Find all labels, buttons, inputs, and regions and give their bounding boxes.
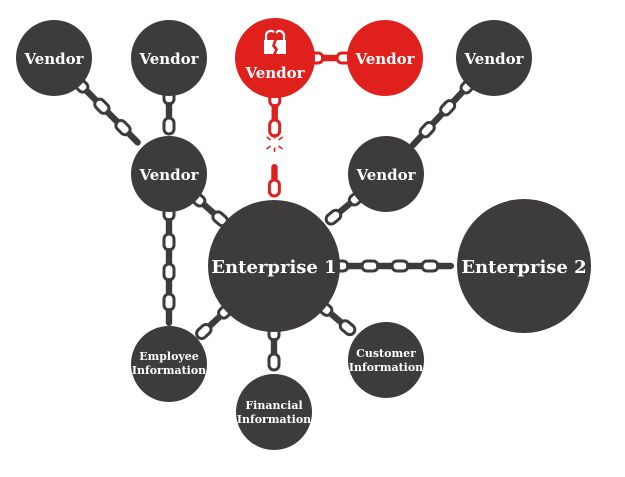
node-vendor-top-second: Vendor [131, 20, 207, 96]
chain-link [390, 259, 410, 273]
broken-lock-icon [264, 29, 286, 54]
chain-link [165, 308, 173, 326]
node-employee-information: Employee Information [131, 326, 207, 402]
node-enterprise-2-label: Enterprise 2 [461, 257, 586, 278]
chain-enterprise-1-to-customer-information [315, 300, 357, 337]
node-vendor-top-red-circle [347, 20, 423, 96]
node-vendor-mid-right-label: Vendor [355, 166, 416, 184]
node-employee-information-line2: Information [132, 364, 206, 377]
node-vendor-mid-right-circle [348, 136, 424, 212]
break-mark [278, 145, 284, 150]
chain-vendor-breached-to-enterprise-1 [266, 88, 284, 198]
chain-vendor-mid-left-to-employee-information [162, 202, 176, 326]
node-vendor-breached-circle [235, 18, 315, 98]
chain-link [195, 322, 213, 341]
break-mark [266, 136, 272, 141]
node-enterprise-1: Enterprise 1 [208, 200, 340, 332]
chain-link [267, 178, 281, 198]
chain-link [360, 259, 380, 273]
node-vendor-top-left-circle [16, 20, 92, 96]
chain-vendor-top-right-to-vendor-mid-right [409, 77, 477, 149]
node-vendor-top-red: Vendor [347, 20, 423, 96]
node-customer-information-circle [348, 322, 424, 398]
node-vendor-breached: Vendor [235, 18, 315, 98]
node-financial-information-line1: Financial [245, 399, 302, 412]
node-enterprise-2: Enterprise 2 [457, 199, 591, 333]
chain-link [162, 292, 176, 312]
node-employee-information-circle [131, 326, 207, 402]
node-vendor-mid-left-circle [131, 136, 207, 212]
node-vendor-top-right-label: Vendor [463, 50, 524, 68]
node-vendor-mid-right: Vendor [348, 136, 424, 212]
node-financial-information-line2: Information [237, 413, 311, 426]
break-mark [266, 145, 272, 150]
chain-link [126, 130, 141, 146]
break-mark [278, 136, 284, 141]
chain-link [162, 232, 176, 252]
node-vendor-top-right: Vendor [456, 20, 532, 96]
chain-link [420, 259, 440, 273]
node-financial-information: Financial Information [236, 374, 312, 450]
node-employee-information-line1: Employee [139, 350, 199, 363]
node-vendor-top-second-label: Vendor [138, 50, 199, 68]
node-customer-information: Customer Information [348, 322, 424, 398]
node-enterprise-1-label: Enterprise 1 [211, 257, 336, 278]
node-vendor-top-second-circle [131, 20, 207, 96]
chain-link [436, 262, 454, 270]
chain-link [324, 208, 343, 226]
chain-enterprise-1-to-enterprise-2 [330, 259, 454, 273]
node-vendor-breached-label: Vendor [244, 64, 305, 82]
chain-link [162, 116, 176, 136]
node-vendor-top-left: Vendor [16, 20, 92, 96]
node-vendor-top-right-circle [456, 20, 532, 96]
chain-vendor-top-left-to-vendor-mid-left [72, 76, 141, 146]
node-enterprise-1-circle [208, 200, 340, 332]
node-customer-information-line2: Information [349, 361, 423, 374]
node-vendor-top-left-label: Vendor [23, 50, 84, 68]
chain-link [338, 319, 357, 337]
chain-link [409, 133, 425, 149]
chain-link [162, 262, 176, 282]
nodes-layer: Vendor Vendor Vendor Vendor Vendor [16, 18, 591, 450]
node-vendor-mid-left-label: Vendor [138, 166, 199, 184]
node-enterprise-2-circle [457, 199, 591, 333]
node-vendor-top-red-label: Vendor [354, 50, 415, 68]
node-customer-information-line1: Customer [356, 347, 416, 360]
chain-link [268, 118, 282, 138]
node-vendor-mid-left: Vendor [131, 136, 207, 212]
chain-link [267, 352, 281, 372]
node-financial-information-circle [236, 374, 312, 450]
